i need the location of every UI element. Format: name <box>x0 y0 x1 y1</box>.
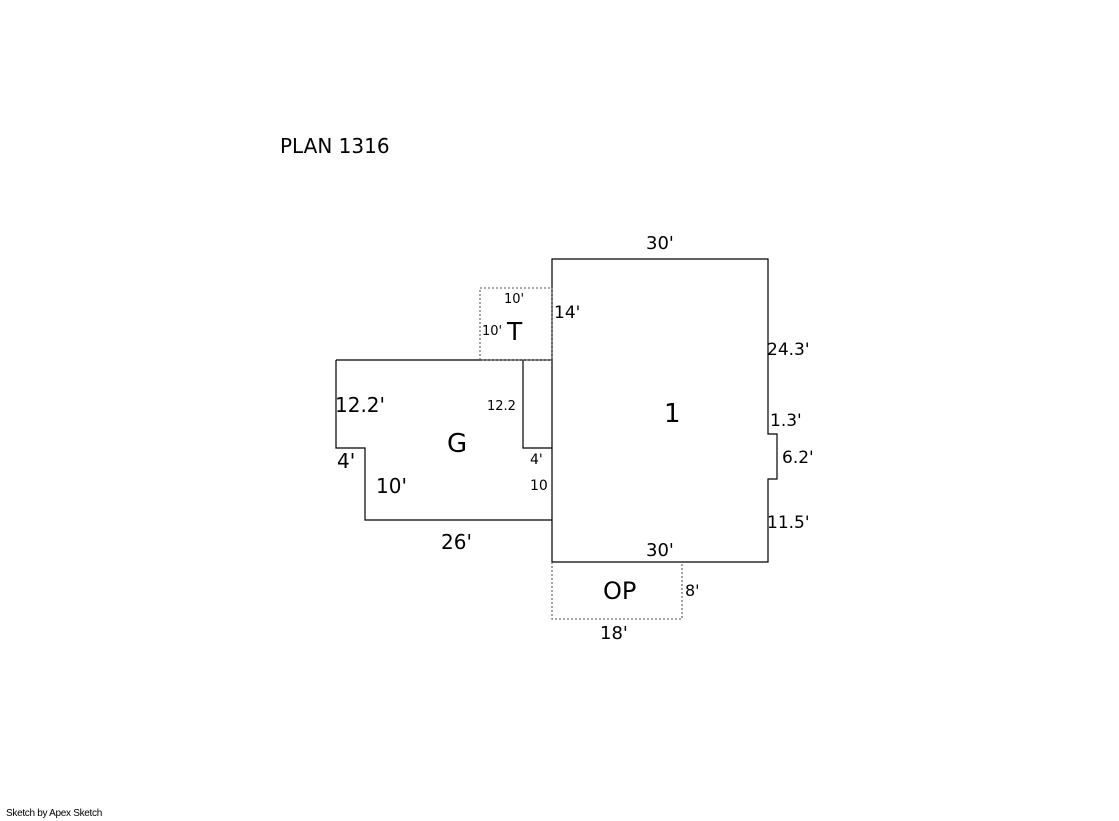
sketch-credit: Sketch by Apex Sketch <box>6 808 102 819</box>
main-bottom-dimension: 30' <box>646 540 674 561</box>
op-area-label: OP <box>603 577 636 605</box>
main-area-outline <box>551 258 778 563</box>
garage-right-step-dimension: 4' <box>530 452 543 468</box>
op-right-dimension: 8' <box>685 581 700 600</box>
garage-right-inner-dimension: 12.2 <box>487 399 516 414</box>
garage-left-step-dimension: 4' <box>337 449 355 473</box>
garage-outline <box>335 359 552 521</box>
main-right-lower-dimension: 11.5' <box>767 513 810 533</box>
main-left-dimension: 14' <box>554 303 580 323</box>
garage-right-lower-dimension: 10 <box>530 478 548 494</box>
main-top-dimension: 30' <box>646 233 674 254</box>
op-bottom-dimension: 18' <box>600 623 628 644</box>
t-area-label: T <box>506 317 523 346</box>
main-bump-length-dimension: 6.2' <box>782 448 814 468</box>
garage-left-dimension: 12.2' <box>335 393 385 417</box>
t-area-outline <box>479 287 553 361</box>
main-right-upper-dimension: 24.3' <box>767 340 810 360</box>
main-bump-depth-dimension: 1.3' <box>770 411 802 431</box>
op-area-outline <box>551 562 683 620</box>
main-area-label: 1 <box>664 399 681 429</box>
plan-title: PLAN 1316 <box>280 134 390 158</box>
garage-left-lower-dimension: 10' <box>376 474 407 498</box>
t-left-dimension: 10' <box>482 324 502 339</box>
t-top-dimension: 10' <box>504 292 524 307</box>
garage-label: G <box>447 429 467 459</box>
garage-bottom-dimension: 26' <box>441 530 472 554</box>
